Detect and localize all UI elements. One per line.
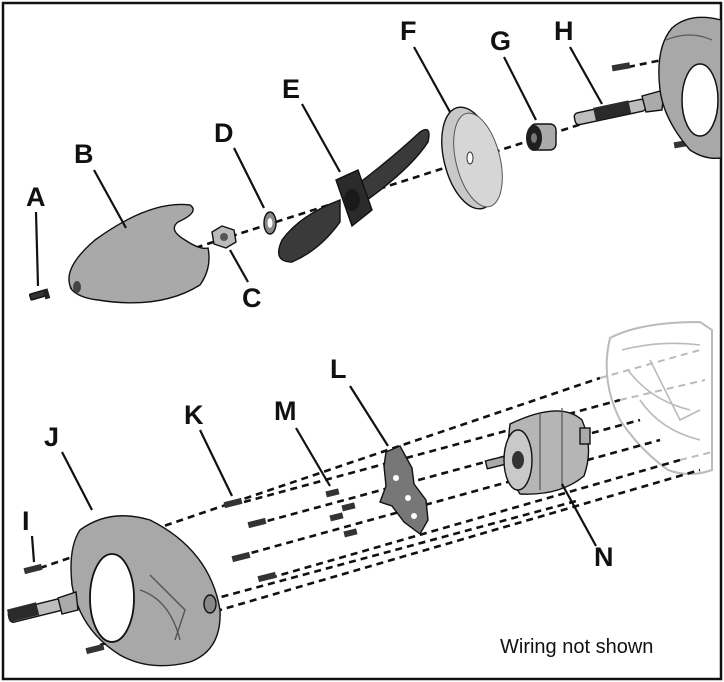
label-l: L [330, 354, 347, 384]
part-f-disc [441, 106, 503, 210]
ghost-line-3 [679, 451, 713, 461]
wiring-note: Wiring not shown [500, 636, 653, 658]
top-motor-housing [658, 16, 722, 160]
part-m-screws [325, 488, 358, 538]
part-a-screw [29, 288, 51, 301]
part-k-screws [223, 497, 277, 583]
leader-f [413, 46, 451, 113]
ghost-motor-housing [605, 320, 713, 475]
bottom-line-6 [99, 468, 701, 647]
label-n: N [594, 542, 614, 572]
leader-c [229, 249, 249, 283]
part-e-propeller [278, 128, 430, 263]
label-j: J [44, 422, 59, 452]
label-h: H [554, 16, 574, 46]
part-c-nut [211, 225, 237, 249]
leader-l [349, 385, 389, 447]
label-f: F [400, 16, 417, 46]
part-j-housing [70, 515, 221, 667]
label-c: C [242, 283, 262, 313]
part-l-mount-plate [379, 445, 429, 536]
label-e: E [282, 74, 300, 104]
bottom-shaft [6, 591, 79, 623]
leader-h [569, 46, 603, 105]
top-screw-line-upper [627, 58, 663, 69]
top-housing-screw-upper [611, 62, 631, 72]
bottom-line-3 [255, 418, 641, 526]
leader-b [93, 169, 127, 229]
label-d: D [214, 118, 234, 148]
label-i: I [22, 506, 30, 536]
leader-i [30, 535, 36, 563]
leader-n [561, 483, 597, 547]
label-b: B [74, 139, 94, 169]
label-a: A [26, 182, 46, 212]
leader-a [34, 211, 40, 287]
label-m: M [274, 396, 297, 426]
leader-m [295, 427, 331, 487]
leader-g [503, 56, 537, 121]
part-g-bearing [526, 123, 557, 151]
bottom-line-4 [239, 438, 661, 558]
part-d-washer [263, 211, 277, 235]
leader-d [233, 147, 265, 209]
ghost-line-1 [599, 349, 701, 379]
ghost-line-2 [619, 379, 706, 401]
part-b-spinner [68, 203, 210, 304]
part-i-screw [23, 563, 43, 575]
label-g: G [490, 26, 511, 56]
bottom-line-7 [209, 498, 581, 602]
part-h-shaft [573, 89, 665, 126]
label-k: K [184, 400, 204, 430]
leader-k [199, 429, 233, 497]
bottom-housing-screw [85, 643, 105, 655]
leader-e [301, 103, 341, 173]
leader-j [61, 451, 93, 511]
part-n-motor [484, 408, 591, 495]
